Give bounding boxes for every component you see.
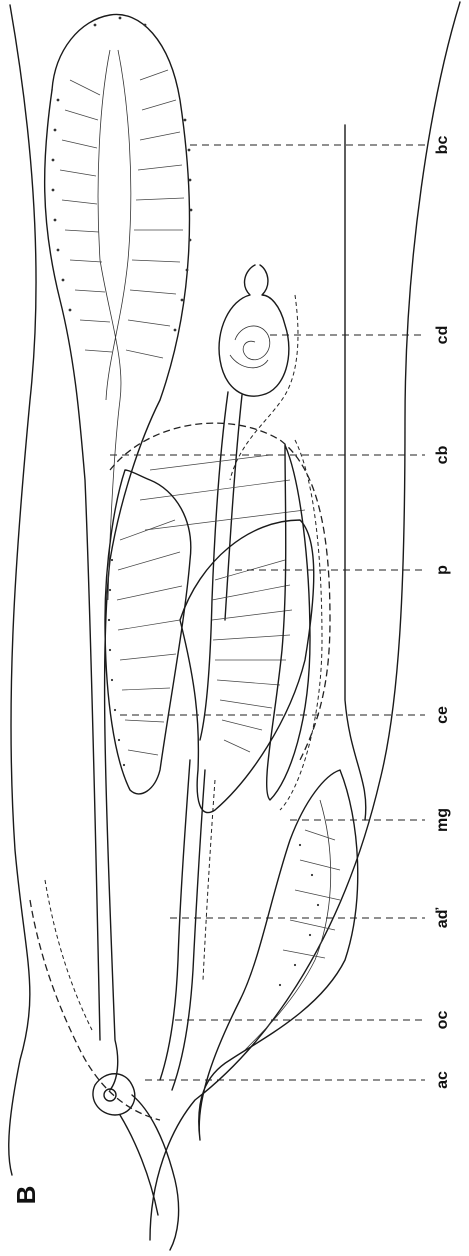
penis-outline [180,520,314,813]
body-dashed-lower [30,900,160,1120]
duct-stalk-lower [225,395,242,620]
label-cd: cd [434,326,451,345]
label-mg: mg [434,808,451,832]
gland-mg-stipple [279,844,319,986]
genital-pore-duct [132,1095,179,1250]
label-bc: bc [434,136,451,155]
vas-dashed [203,780,215,980]
gland-mg-hatching [283,830,340,958]
gland-bc-lumen-2 [106,50,131,400]
organ-ce-hatching [117,520,182,755]
label-ce: ce [434,706,451,724]
gland-bc-inner [45,90,100,1040]
body-wall-lower [150,2,460,1240]
label-ac: ac [434,1071,451,1089]
label-oc: oc [434,1011,451,1030]
organ-right-outline [267,445,310,800]
organ-ce-stipple [108,559,125,766]
body-wall-upper [9,5,36,1175]
atrium-outline [93,1074,135,1115]
duct-cd-spiral [230,326,270,368]
labels: bc cd cb p ce mg aď oc ac B [11,136,451,1205]
body-wall-inner [345,125,366,820]
vas-upper [160,760,190,1080]
panel-letter: B [11,1186,41,1205]
gland-mg-outline [199,770,358,1140]
vas-lower [172,770,205,1090]
duct-cd-head [219,265,289,396]
body-dashed-lower-2 [45,880,92,1030]
gland-bc-dots [52,17,193,332]
duct-stalk-upper [200,392,228,740]
penis-hatching [140,455,305,752]
gland-bc-outline [52,14,190,1090]
gland-bc-striations [60,70,184,358]
label-ad: aď [434,907,451,928]
label-p: p [434,565,451,575]
penis-outer-dashed [110,423,330,760]
gland-mg-inner [245,800,331,1050]
label-cb: cb [434,445,451,464]
